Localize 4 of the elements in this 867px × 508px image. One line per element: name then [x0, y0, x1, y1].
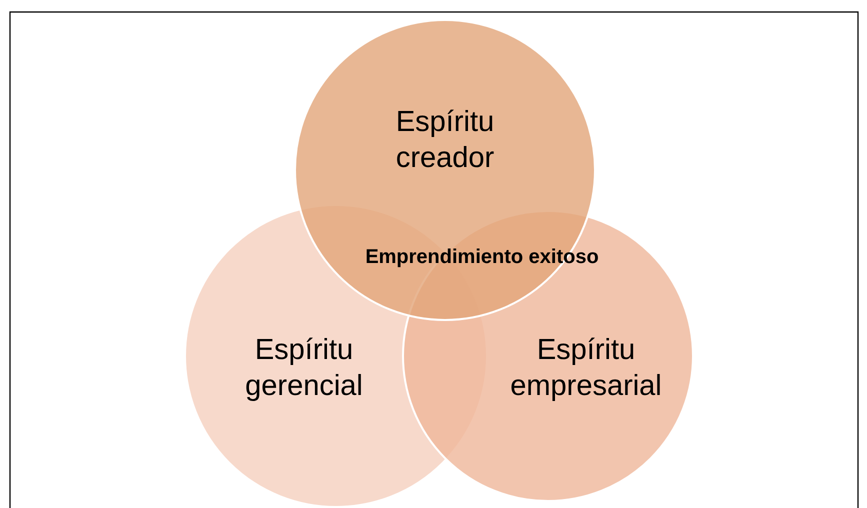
overlap-label: Emprendimiento exitoso	[364, 245, 600, 270]
circle-label: Espíritu empresarial	[509, 333, 663, 404]
circle-label: Espíritu creador	[394, 105, 496, 176]
circle-label: Espíritu gerencial	[244, 333, 364, 404]
